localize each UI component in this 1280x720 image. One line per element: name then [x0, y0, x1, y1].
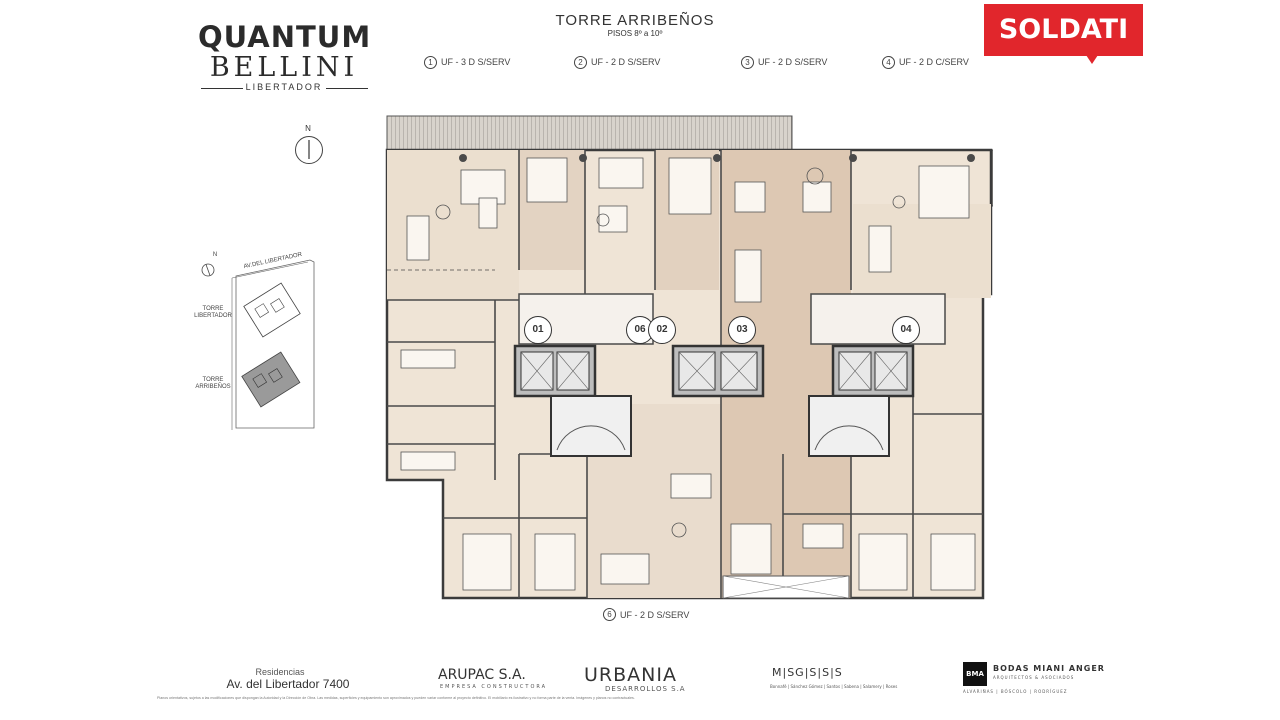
site-plan [201, 259, 315, 430]
legend-label: UF - 2 D S/SERV [620, 609, 690, 620]
legal-disclaimer: Planos orientativos, sujetos a las modif… [157, 696, 635, 700]
floor-plan [385, 115, 993, 600]
unit-marker-03: 03 [728, 316, 756, 344]
bma-name: BODAS MIANI ANGER [993, 664, 1105, 673]
bma-subtitle: ARQUITECTOS & ASOCIADOS [993, 675, 1075, 680]
site-compass-label: N [212, 252, 218, 258]
legend-label: UF - 2 D C/SERV [899, 57, 969, 67]
brand-quantum: QUANTUM [198, 20, 372, 54]
legend-number: 4 [882, 55, 895, 69]
compass-label: N [305, 124, 311, 133]
brand-bellini: BELLINI [209, 52, 359, 83]
site-label-line: ARRIBEÑOS [195, 384, 231, 390]
legend-item-4: 4 UF - 2 D C/SERV [882, 55, 969, 69]
legend-item-3: 3 UF - 2 D S/SERV [741, 55, 827, 69]
arupac-subtitle: EMPRESA CONSTRUCTORA [440, 684, 548, 690]
legend-item-1: 1 UF - 3 D S/SERV [424, 55, 510, 69]
furniture [400, 157, 976, 591]
compass-icon [295, 136, 323, 164]
site-torre-libertador: TORRE LIBERTADOR [192, 306, 234, 320]
footer-residencias: Residencias [255, 667, 305, 677]
core-right [808, 293, 946, 457]
legend-number: 6 [603, 608, 616, 621]
unit-marker-04: 04 [892, 316, 920, 344]
site-label-line: TORRE [202, 377, 224, 383]
unit-marker-02: 02 [648, 316, 676, 344]
arupac-logo: ARUPAC S.A. [438, 667, 526, 683]
legend-label: UF - 2 D S/SERV [758, 57, 828, 67]
brand-rule-right [326, 88, 368, 89]
page-title: TORRE ARRIBEÑOS [555, 12, 715, 29]
legend-label: UF - 3 D S/SERV [441, 57, 511, 67]
legend-item-6: 6 UF - 2 D S/SERV [603, 608, 689, 621]
msgsss-subtitle: Bonnafé | Sánchez Gómez | Santos | Saben… [770, 684, 898, 689]
soldati-logo-pointer [1086, 55, 1098, 64]
core-center [671, 344, 765, 398]
page-subtitle: PISOS 8º a 10º [607, 29, 663, 38]
core-left [513, 293, 654, 457]
footer-address: Av. del Libertador 7400 [226, 677, 350, 691]
soldati-logo: SOLDATI [984, 4, 1143, 56]
bma-partners: ALVARIÑAS | BÓSCOLO | RODRÍGUEZ [963, 689, 1068, 694]
brand-rule-left [201, 88, 243, 89]
legend-item-2: 2 UF - 2 D S/SERV [574, 55, 660, 69]
bma-logo-box: BMA [963, 662, 987, 686]
urbania-subtitle: DESARROLLOS S.A [605, 685, 686, 693]
site-label-line: LIBERTADOR [194, 313, 232, 319]
brand-libertador: LIBERTADOR [245, 82, 323, 92]
unit-marker-01: 01 [524, 316, 552, 344]
site-label-line: TORRE [202, 306, 224, 312]
legend-number: 2 [574, 55, 587, 69]
site-torre-arribenos: TORRE ARRIBEÑOS [192, 377, 234, 391]
legend-number: 3 [741, 55, 754, 69]
msgsss-logo: M|SG|S|S|S [772, 666, 843, 679]
legend-label: UF - 2 D S/SERV [591, 57, 661, 67]
urbania-logo: URBANIA [584, 664, 677, 686]
legend-number: 1 [424, 55, 437, 69]
terrace-top-left [386, 115, 793, 151]
